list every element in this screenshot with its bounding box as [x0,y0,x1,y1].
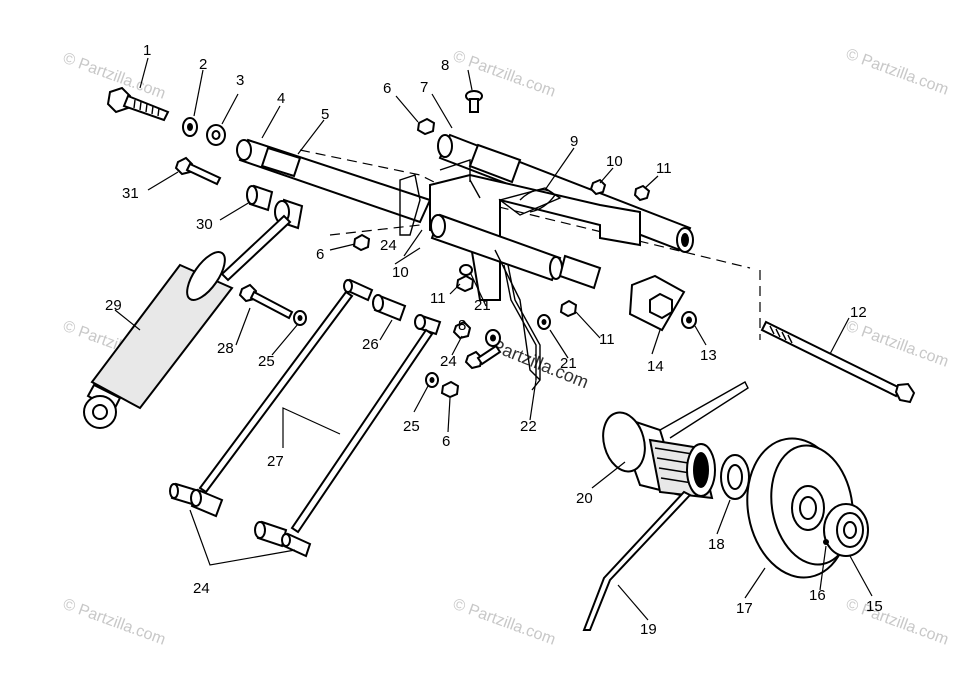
part-11-nut-mid [455,274,475,293]
callout-5: 5 [321,106,329,123]
part-21-washer-a [459,264,473,276]
part-3-washer [206,124,226,146]
callout-numbers: 1 2 3 4 5 6 7 8 9 10 11 31 30 6 24 10 11… [105,42,883,638]
part-11-nut-top [633,184,651,202]
part-8-screw [465,90,483,113]
callout-10-right: 10 [606,153,623,170]
callout-4: 4 [277,90,285,107]
part-15-bearing [823,503,869,557]
callout-26: 26 [362,336,379,353]
part-2-lockwasher [182,117,198,137]
callout-24-center: 24 [440,353,457,370]
callout-11-top: 11 [656,160,672,177]
part-10-nut [589,178,607,196]
part-9-bracket [519,188,556,213]
part-20-spring [582,381,749,631]
part-5-upper-tube [236,138,432,224]
part-18-washer [720,454,750,500]
callout-7: 7 [420,79,428,96]
leader-lines [114,57,873,621]
callout-6-top: 6 [383,80,391,97]
callout-16: 16 [809,587,826,604]
callout-6-mid: 6 [316,246,324,263]
callout-21-a: 21 [474,297,491,314]
watermark-text: © Partzilla.com [844,596,951,649]
watermark-text: © Partzilla.com [61,596,168,649]
part-16-snap-ring [823,539,829,545]
watermark-text: © Partzilla.com [451,596,558,649]
part-12-long-bolt [760,320,916,404]
part-13-washer [681,311,697,329]
callout-27: 27 [267,453,284,470]
part-24-bushing-mid [343,278,374,302]
part-21-washer-b [485,329,501,347]
callout-11-right: 11 [599,331,615,348]
part-1-bolt [106,86,170,122]
callout-20: 20 [576,490,593,507]
callout-15: 15 [866,598,883,615]
callout-28: 28 [217,340,234,357]
part-30-bushing [246,184,304,230]
part-29-shock [83,214,292,429]
part-27-rods [198,290,434,534]
callout-17: 17 [736,600,753,617]
callout-12: 12 [850,304,867,321]
callout-19: 19 [640,621,657,638]
part-25-washer-lower [425,372,439,388]
part-28-bolt [238,283,294,320]
part-6-nut-mid [352,233,371,252]
arm-assembly [399,159,641,381]
part-25-washer-left [293,310,307,326]
part-14-plate [628,274,686,332]
callout-14: 14 [647,358,664,375]
callout-25-left: 25 [258,353,275,370]
callout-8-lower: 8 [458,317,466,334]
part-26-spacer [372,294,407,322]
part-22-rod [503,264,541,391]
callout-30: 30 [196,216,213,233]
part-24-nut-center [452,320,472,340]
part-8-bolt-lower [464,344,502,370]
callout-29: 29 [105,297,122,314]
part-21-washer-c [537,314,551,330]
callout-11-mid: 11 [430,290,446,307]
callout-24-lower: 24 [193,580,210,597]
callout-3: 3 [236,72,244,89]
guide-line [329,224,421,236]
callout-10-mid: 10 [392,264,409,281]
part-24-bushing-right [414,314,442,336]
watermark-text: © Partzilla.com [844,46,951,99]
callout-21-b: 21 [560,355,577,372]
callout-8-top: 8 [441,57,449,74]
callout-6-lower: 6 [442,433,450,450]
callout-25-lower: 25 [403,418,420,435]
part-31-bolt [174,156,222,186]
part-24-bushing-lower [169,482,312,558]
callout-2: 2 [199,56,207,73]
callout-9: 9 [570,133,578,150]
callout-22: 22 [520,418,537,435]
part-6-nut-lower [440,380,460,399]
part-11-nut-right [559,299,578,318]
callout-18: 18 [708,536,725,553]
callout-13: 13 [700,347,717,364]
watermark-text: © Partzilla.com [844,318,951,371]
callout-24-mid: 24 [380,237,397,254]
callout-31: 31 [122,185,139,202]
callout-1: 1 [143,42,151,59]
part-6-nut-top [416,117,436,136]
